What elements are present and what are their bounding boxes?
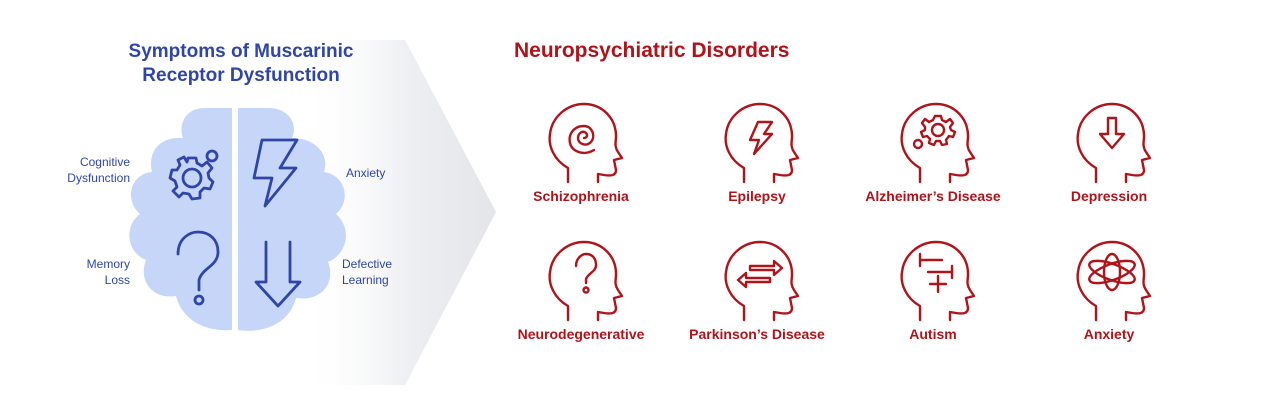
head-down-arrow-icon: [1076, 102, 1152, 184]
disorder-label: Autism: [909, 326, 957, 342]
left-panel-title: Symptoms of Muscarinic Receptor Dysfunct…: [96, 40, 386, 88]
disorder-label: Parkinson’s Disease: [689, 326, 825, 342]
disorder-label: Alzheimer’s Disease: [865, 188, 1001, 204]
right-panel-title: Neuropsychiatric Disorders: [514, 39, 790, 62]
disorder-epilepsy: Epilepsy: [672, 100, 842, 204]
head-gear-icon: [900, 102, 976, 184]
disorder-depression: Depression: [1024, 100, 1194, 204]
disorder-label: Schizophrenia: [533, 188, 629, 204]
left-title-line-2: Receptor Dysfunction: [142, 65, 340, 86]
disorder-label: Anxiety: [1083, 326, 1135, 342]
lightning-icon: [252, 138, 299, 208]
disorder-schizophrenia: Schizophrenia: [496, 100, 666, 204]
disorder-label: Depression: [1070, 188, 1148, 204]
brain-illustration: [129, 108, 346, 331]
head-spiral-icon: [548, 102, 624, 184]
gear-icon: [168, 149, 219, 201]
disorder-parkinsons: Parkinson’s Disease: [672, 238, 842, 342]
head-lightning-icon: [724, 102, 800, 184]
disorder-alzheimers: Alzheimer’s Disease: [848, 100, 1018, 204]
head-question-icon: [548, 240, 624, 322]
symptom-label-learning: Defective Learning: [342, 257, 393, 287]
head-disconnected-lines-icon: [900, 240, 976, 322]
left-title-line-1: Symptoms of Muscarinic: [128, 41, 354, 62]
disorder-label: Neurodegenerative: [517, 326, 645, 342]
symptom-label-memory: Memory Loss: [86, 257, 130, 287]
disorder-autism: Autism: [848, 238, 1018, 342]
symptom-label-anxiety: Anxiety: [346, 166, 386, 180]
disorder-neurodegenerative: Neurodegenerative: [496, 238, 666, 342]
disorder-anxiety: Anxiety: [1024, 238, 1194, 342]
symptom-label-cognitive: Cognitive Dysfunction: [67, 155, 130, 185]
down-arrow-icon: [254, 240, 302, 308]
head-swap-arrows-icon: [724, 240, 800, 322]
head-atom-icon: [1076, 240, 1152, 322]
disorder-label: Epilepsy: [728, 188, 786, 204]
question-icon: [176, 230, 220, 306]
